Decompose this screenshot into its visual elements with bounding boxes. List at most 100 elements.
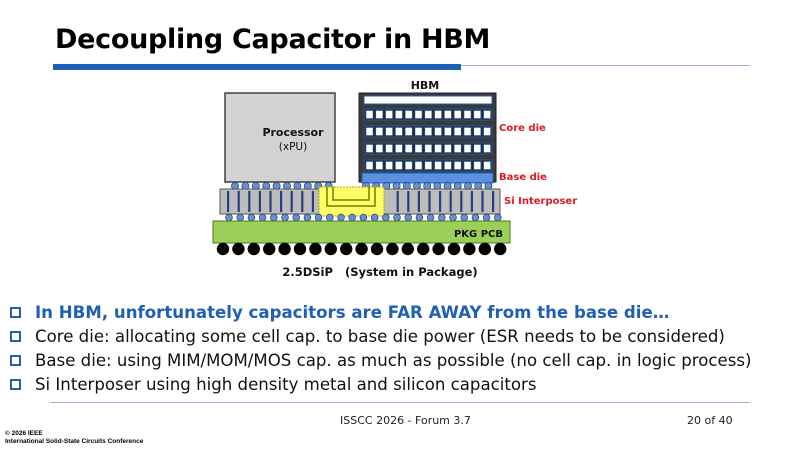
core-die-label: Core die: [499, 123, 546, 134]
c4-bump: [370, 213, 379, 222]
bullet-text: In HBM, unfortunately capacitors are FAR…: [35, 302, 670, 322]
core-die-cell: [444, 127, 452, 136]
tsv: [311, 191, 314, 212]
bullet-list: In HBM, unfortunately capacitors are FAR…: [10, 300, 790, 396]
square-bullet-icon: [10, 378, 21, 390]
c4-bump: [281, 213, 289, 222]
core-die-cell: [483, 161, 491, 170]
tsv: [439, 191, 442, 212]
tsv: [460, 191, 463, 212]
core-die-cell: [453, 127, 462, 136]
core-die-cell: [414, 127, 423, 136]
c4-bump: [494, 213, 502, 222]
bullet-item: In HBM, unfortunately capacitors are FAR…: [10, 300, 790, 324]
c4-bump: [393, 213, 401, 222]
bga-ball: [417, 242, 430, 256]
interposer-tsvs: [227, 191, 495, 212]
core-die-cell: [404, 110, 413, 119]
c4-bump: [292, 213, 300, 222]
bga-ball: [324, 242, 337, 256]
tsv: [237, 191, 240, 212]
core-die-cell: [375, 161, 384, 170]
copyright-line: © 2026 IEEE: [5, 430, 43, 437]
c4-bump: [482, 213, 491, 222]
core-die-cell: [414, 161, 423, 170]
c4-bump: [382, 213, 390, 222]
core-die-cell: [365, 144, 374, 153]
core-die-cell: [463, 144, 472, 153]
core-die-cell: [385, 161, 393, 170]
bga-ball: [401, 242, 414, 256]
core-die-cell: [404, 144, 413, 153]
core-die-cell: [463, 110, 472, 119]
bullet-item: Base die: using MIM/MOM/MOS cap. as much…: [10, 348, 790, 372]
tsv: [470, 191, 473, 212]
core-die-cell: [385, 110, 393, 119]
c4-bump: [348, 213, 356, 222]
core-die-cell: [473, 127, 482, 136]
core-die-cell: [414, 144, 423, 153]
bga-ball: [293, 242, 307, 256]
square-bullet-icon: [10, 354, 21, 366]
core-die-cell: [483, 127, 491, 136]
c4-bump: [225, 213, 233, 222]
bga-ball: [309, 242, 322, 256]
tsv: [269, 191, 272, 212]
hbm-top-die: [363, 95, 493, 105]
c4-bump: [326, 213, 334, 222]
core-die-cell: [453, 144, 462, 153]
bullet-text: Base die: using MIM/MOM/MOS cap. as much…: [35, 350, 752, 370]
core-die-cell: [395, 161, 403, 170]
c4-bump: [337, 213, 345, 222]
core-die-cell: [483, 110, 491, 119]
c4-bump: [471, 213, 480, 222]
bga-ball: [370, 242, 384, 256]
core-die-cell: [424, 127, 433, 136]
c4-bump: [314, 213, 323, 222]
bga-ball: [494, 242, 507, 256]
tsv: [492, 191, 495, 212]
footer-rule: [50, 402, 750, 403]
core-die-cell: [444, 144, 452, 153]
core-die-cell: [434, 127, 442, 136]
processor-die: [224, 92, 336, 183]
bga-ball: [478, 242, 491, 256]
core-die-cell: [365, 110, 374, 119]
base-die-label: Base die: [499, 172, 547, 183]
core-die-cell: [365, 161, 374, 170]
core-die-cell: [424, 110, 433, 119]
tsv: [481, 191, 484, 212]
core-die-cell: [453, 110, 462, 119]
core-die-cell: [375, 144, 384, 153]
bga-ball: [447, 242, 461, 256]
c4-bump: [359, 213, 368, 222]
bga-ball: [216, 242, 230, 256]
bga-ball: [232, 242, 245, 256]
diagram-caption: 2.5DSiP (System in Package): [282, 265, 477, 279]
core-die-cell: [453, 161, 462, 170]
core-die-cell: [434, 161, 442, 170]
core-die-cell: [404, 127, 413, 136]
title-underline-bar: [53, 64, 461, 70]
bullet-item: Si Interposer using high density metal a…: [10, 372, 790, 396]
interposer-capacitor-region: [318, 186, 385, 217]
tsv: [248, 191, 251, 212]
core-die-cell: [463, 161, 472, 170]
bga-ball: [263, 242, 276, 256]
si-interposer-label: Si Interposer: [504, 196, 577, 207]
tsv: [301, 191, 304, 212]
slide-title: Decoupling Capacitor in HBM: [55, 24, 491, 55]
core-die-cell: [473, 161, 482, 170]
tsv: [290, 191, 293, 212]
c4-bump: [449, 213, 457, 222]
c4-bump: [460, 213, 468, 222]
bga-ball: [355, 242, 368, 256]
core-die-cell: [404, 161, 413, 170]
c4-bump: [258, 213, 267, 222]
tsv: [280, 191, 283, 212]
copyright-line: International Solid-State Circuits Confe…: [5, 438, 144, 445]
pkg-pcb-label: PKG PCB: [454, 229, 503, 240]
bga-solder-balls: [216, 242, 507, 256]
square-bullet-icon: [10, 330, 21, 342]
c4-bump: [404, 213, 412, 222]
